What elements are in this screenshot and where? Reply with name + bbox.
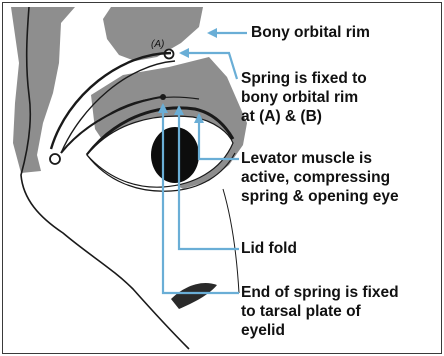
cheek-line (223, 189, 239, 293)
nostril-shading (171, 283, 217, 309)
callout-spring-end: End of spring is fixed to tarsal plate o… (241, 283, 399, 340)
callout-spring-fixed: Spring is fixed to bony orbital rim at (… (241, 69, 367, 126)
tarsal-attachment (160, 94, 166, 100)
anchor-point-b (50, 154, 60, 164)
callout-lid-fold: Lid fold (241, 239, 297, 258)
callout-levator-muscle: Levator muscle is active, compressing sp… (241, 149, 399, 206)
diagram-frame: (A) Bony orbital rim Spring is fixed to … (2, 2, 442, 354)
iris (151, 127, 199, 183)
marker-a-label: (A) (151, 39, 164, 50)
callout-bony-orbital-rim: Bony orbital rim (251, 23, 370, 42)
